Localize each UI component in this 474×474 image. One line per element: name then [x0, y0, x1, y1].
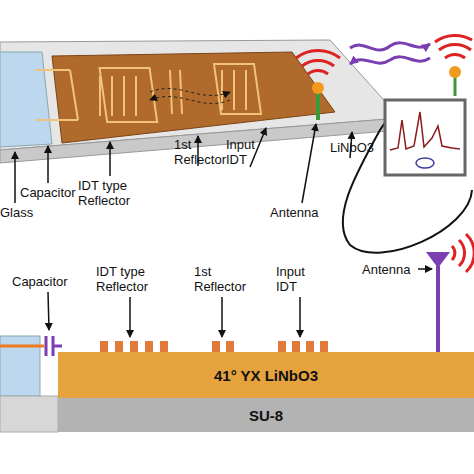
- antenna-post: [454, 76, 457, 96]
- band-text: SU-8: [249, 407, 283, 424]
- part-label: IDT type Reflector: [78, 178, 150, 208]
- reader-display: [385, 100, 465, 175]
- radio-waves: [452, 234, 474, 272]
- part-label: LiNbO3: [330, 140, 374, 155]
- antenna-ball: [449, 66, 461, 78]
- part-label: Glass: [0, 205, 33, 220]
- antenna-ball: [312, 82, 324, 94]
- electrode-fingers: [100, 341, 328, 352]
- part-label: 1st Reflector: [194, 264, 256, 294]
- reader-outline: [343, 100, 472, 253]
- part-label: IDT type Reflector: [96, 264, 168, 294]
- antenna-post: [316, 92, 320, 120]
- wave-path: [150, 97, 230, 104]
- part-label: Antenna: [270, 205, 318, 220]
- su8-band: SU-8: [58, 398, 474, 432]
- antenna-feed: [436, 266, 440, 352]
- leader-arrows: [15, 124, 352, 203]
- wire: [0, 345, 44, 348]
- part-label: Input IDT: [226, 137, 272, 167]
- radio-waves: [296, 35, 472, 74]
- part-label: Capacitor: [20, 185, 76, 200]
- base-block: [0, 396, 58, 432]
- wave-path: [150, 89, 230, 96]
- band-text: 41° YX LiNbO3: [214, 367, 318, 384]
- glass-region: [0, 52, 52, 147]
- electrode-film: [52, 52, 335, 143]
- idt-patterns: [36, 64, 261, 122]
- part-label: Input IDT: [276, 264, 326, 294]
- wireless-link: [350, 43, 430, 50]
- wireless-link: [350, 57, 430, 64]
- display-oval: [416, 158, 434, 168]
- part-label: Antenna: [362, 262, 410, 277]
- part-label: Capacitor: [12, 274, 68, 289]
- substrate-band: 41° YX LiNbO3: [58, 352, 474, 398]
- spectrum-trace: [390, 112, 460, 150]
- antenna-top: [426, 252, 450, 268]
